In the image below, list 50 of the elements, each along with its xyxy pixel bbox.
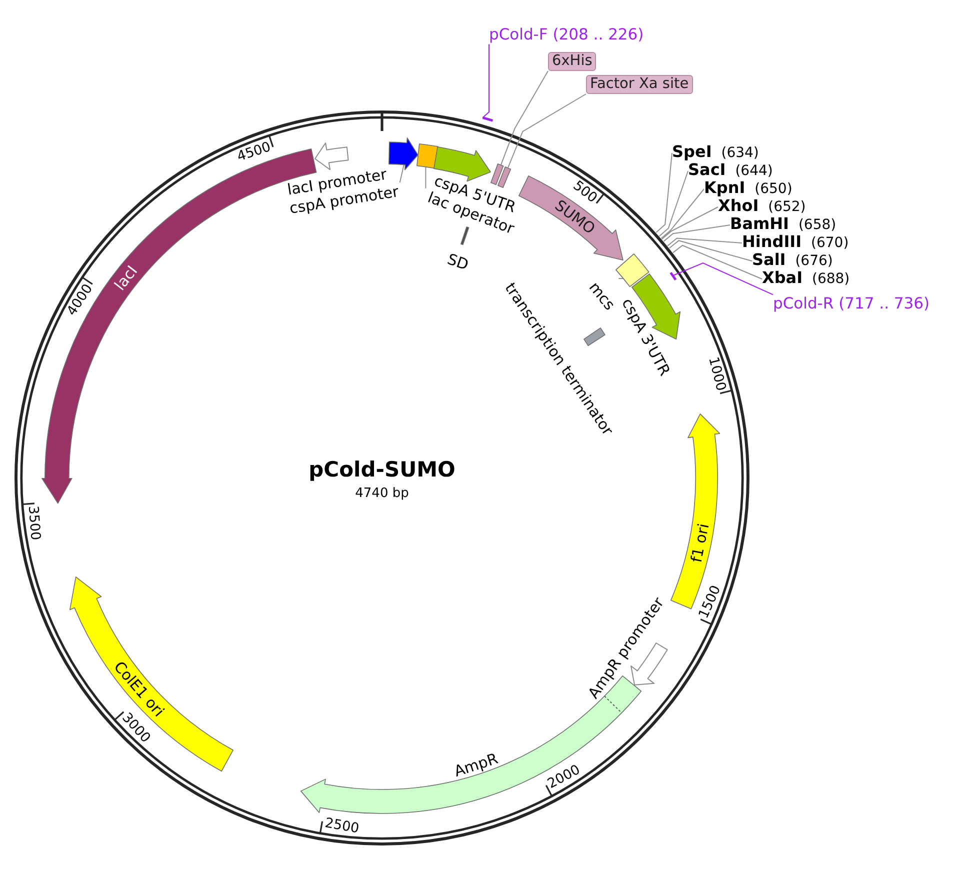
feature-box <box>416 143 439 170</box>
tick-label: 4500 <box>234 138 272 165</box>
primer-mark <box>668 270 677 282</box>
leader-line <box>425 166 426 189</box>
plasmid-size: 4740 bp <box>355 486 409 502</box>
leader-line <box>618 278 624 279</box>
feature-band <box>314 142 350 171</box>
restriction-site-label: KpnI (650) <box>704 178 792 198</box>
restriction-site-label: SacI (644) <box>688 160 773 180</box>
leader-line <box>656 152 672 233</box>
feature-band <box>68 576 234 772</box>
restriction-site-label: HindIII (670) <box>742 232 849 252</box>
feature-box <box>490 162 505 186</box>
tick-label: 1000 <box>704 355 729 392</box>
restriction-site-label: BamHI (658) <box>730 214 836 234</box>
leader-line <box>658 170 688 237</box>
feature-band <box>518 174 624 261</box>
feature-box <box>497 166 512 188</box>
primer-label: pCold-F (208 .. 226) <box>489 26 644 44</box>
feature-tag: 6xHis <box>548 52 596 71</box>
feature-label: AmpR <box>452 749 500 780</box>
primer-label: pCold-R (717 .. 736) <box>773 294 930 314</box>
leader-line <box>668 240 752 262</box>
tick-label: 3500 <box>25 506 44 542</box>
feature-label: lacI <box>110 262 141 294</box>
feature-label: f1 ori <box>688 522 714 564</box>
leader-line <box>667 238 742 246</box>
feature-label: SD <box>446 250 472 274</box>
tick-label: 500 <box>570 178 600 206</box>
restriction-site-label: XhoI (652) <box>718 196 806 216</box>
leader-line <box>672 244 762 280</box>
plasmid-name: pCold-SUMO <box>308 457 456 483</box>
leader-line <box>660 188 704 239</box>
leader-line <box>500 70 548 166</box>
leader-line <box>482 44 490 118</box>
restriction-site-label: XbaI (688) <box>762 268 850 288</box>
leader-line <box>673 262 774 296</box>
feature-box <box>583 327 606 347</box>
leader-line <box>399 164 404 183</box>
leader-line <box>661 206 718 240</box>
restriction-site-label: SalI (676) <box>752 250 833 270</box>
leader-line <box>663 224 730 242</box>
feature-tag: Factor Xa site <box>586 75 693 94</box>
feature-band <box>388 137 419 171</box>
tick-label: 1500 <box>696 582 724 621</box>
primer-mark <box>480 116 494 122</box>
feature-box <box>615 253 650 288</box>
leader-line <box>508 94 586 168</box>
restriction-site-label: SpeI (634) <box>672 142 759 162</box>
tick-label: 2500 <box>323 815 360 838</box>
